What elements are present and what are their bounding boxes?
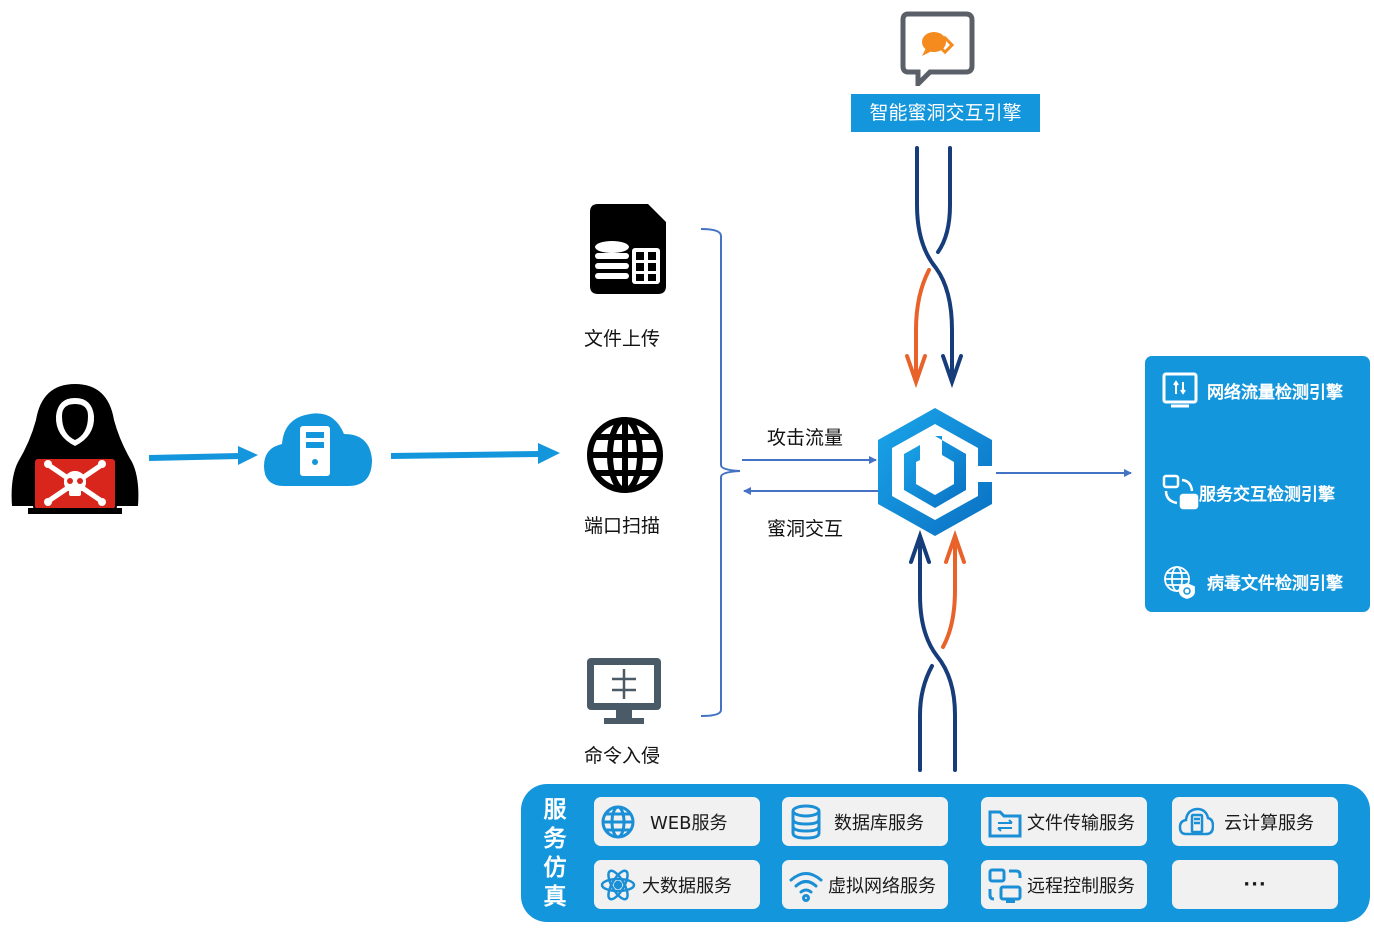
service-card-virtual-network[interactable]: 虚拟网络服务 [782,860,948,909]
globe-shield-icon [1161,562,1199,600]
folder-transfer-icon [987,804,1023,840]
monitor-icon [586,657,662,725]
hexagon-logo-icon [876,406,994,538]
database-icon [788,804,824,840]
network-monitor-icon [1161,371,1199,409]
honeypot-engine-title: 智能蜜洞交互引擎 [851,94,1040,132]
service-card-remote-control[interactable]: 远程控制服务 [981,860,1147,909]
arrow-relay-to-attacks [390,443,560,464]
wifi-icon [788,867,824,903]
atom-icon [600,867,636,903]
service-exchange-icon [1161,473,1199,511]
service-simulation-title: 服 务 仿 真 [543,797,567,910]
detection-engine-item: 网络流量检测引擎 [1145,370,1370,410]
twisted-arrows-bottom [909,529,966,772]
attack-type-label: 端口扫描 [584,515,661,537]
twisted-arrows-top [905,146,963,389]
attack-type-label: 文件上传 [584,328,661,350]
detection-engine-item: 病毒文件检测引擎 [1145,561,1370,601]
service-simulation-panel: 服 务 仿 真 WEB服务 数据库服务 [521,784,1370,922]
cloud-server-icon [262,408,374,488]
cloud-server-icon [1178,804,1215,840]
hacker-icon [8,382,142,516]
attack-traffic-label: 攻击流量 [767,427,844,449]
file-database-icon [588,200,670,296]
attack-bracket [700,228,741,717]
service-card-web[interactable]: WEB服务 [594,797,760,846]
detection-engines-panel: 网络流量检测引擎 服务交互检测引擎 病毒文件检测引擎 [1145,356,1370,612]
chat-bubble-icon [900,10,976,91]
honeypot-interaction-label: 蜜洞交互 [767,518,844,540]
globe-icon [600,804,636,840]
service-card-database[interactable]: 数据库服务 [782,797,948,846]
service-card-file-transfer[interactable]: 文件传输服务 [981,797,1147,846]
service-card-cloud[interactable]: 云计算服务 [1172,797,1338,846]
service-card-more[interactable]: ··· [1172,860,1338,909]
remote-control-icon [987,867,1023,903]
detection-engine-item: 服务交互检测引擎 [1145,472,1370,512]
attack-type-label: 命令入侵 [584,745,661,767]
service-card-big-data[interactable]: 大数据服务 [594,860,760,909]
globe-icon [585,415,665,495]
arrow-attacker-to-relay [148,446,258,465]
